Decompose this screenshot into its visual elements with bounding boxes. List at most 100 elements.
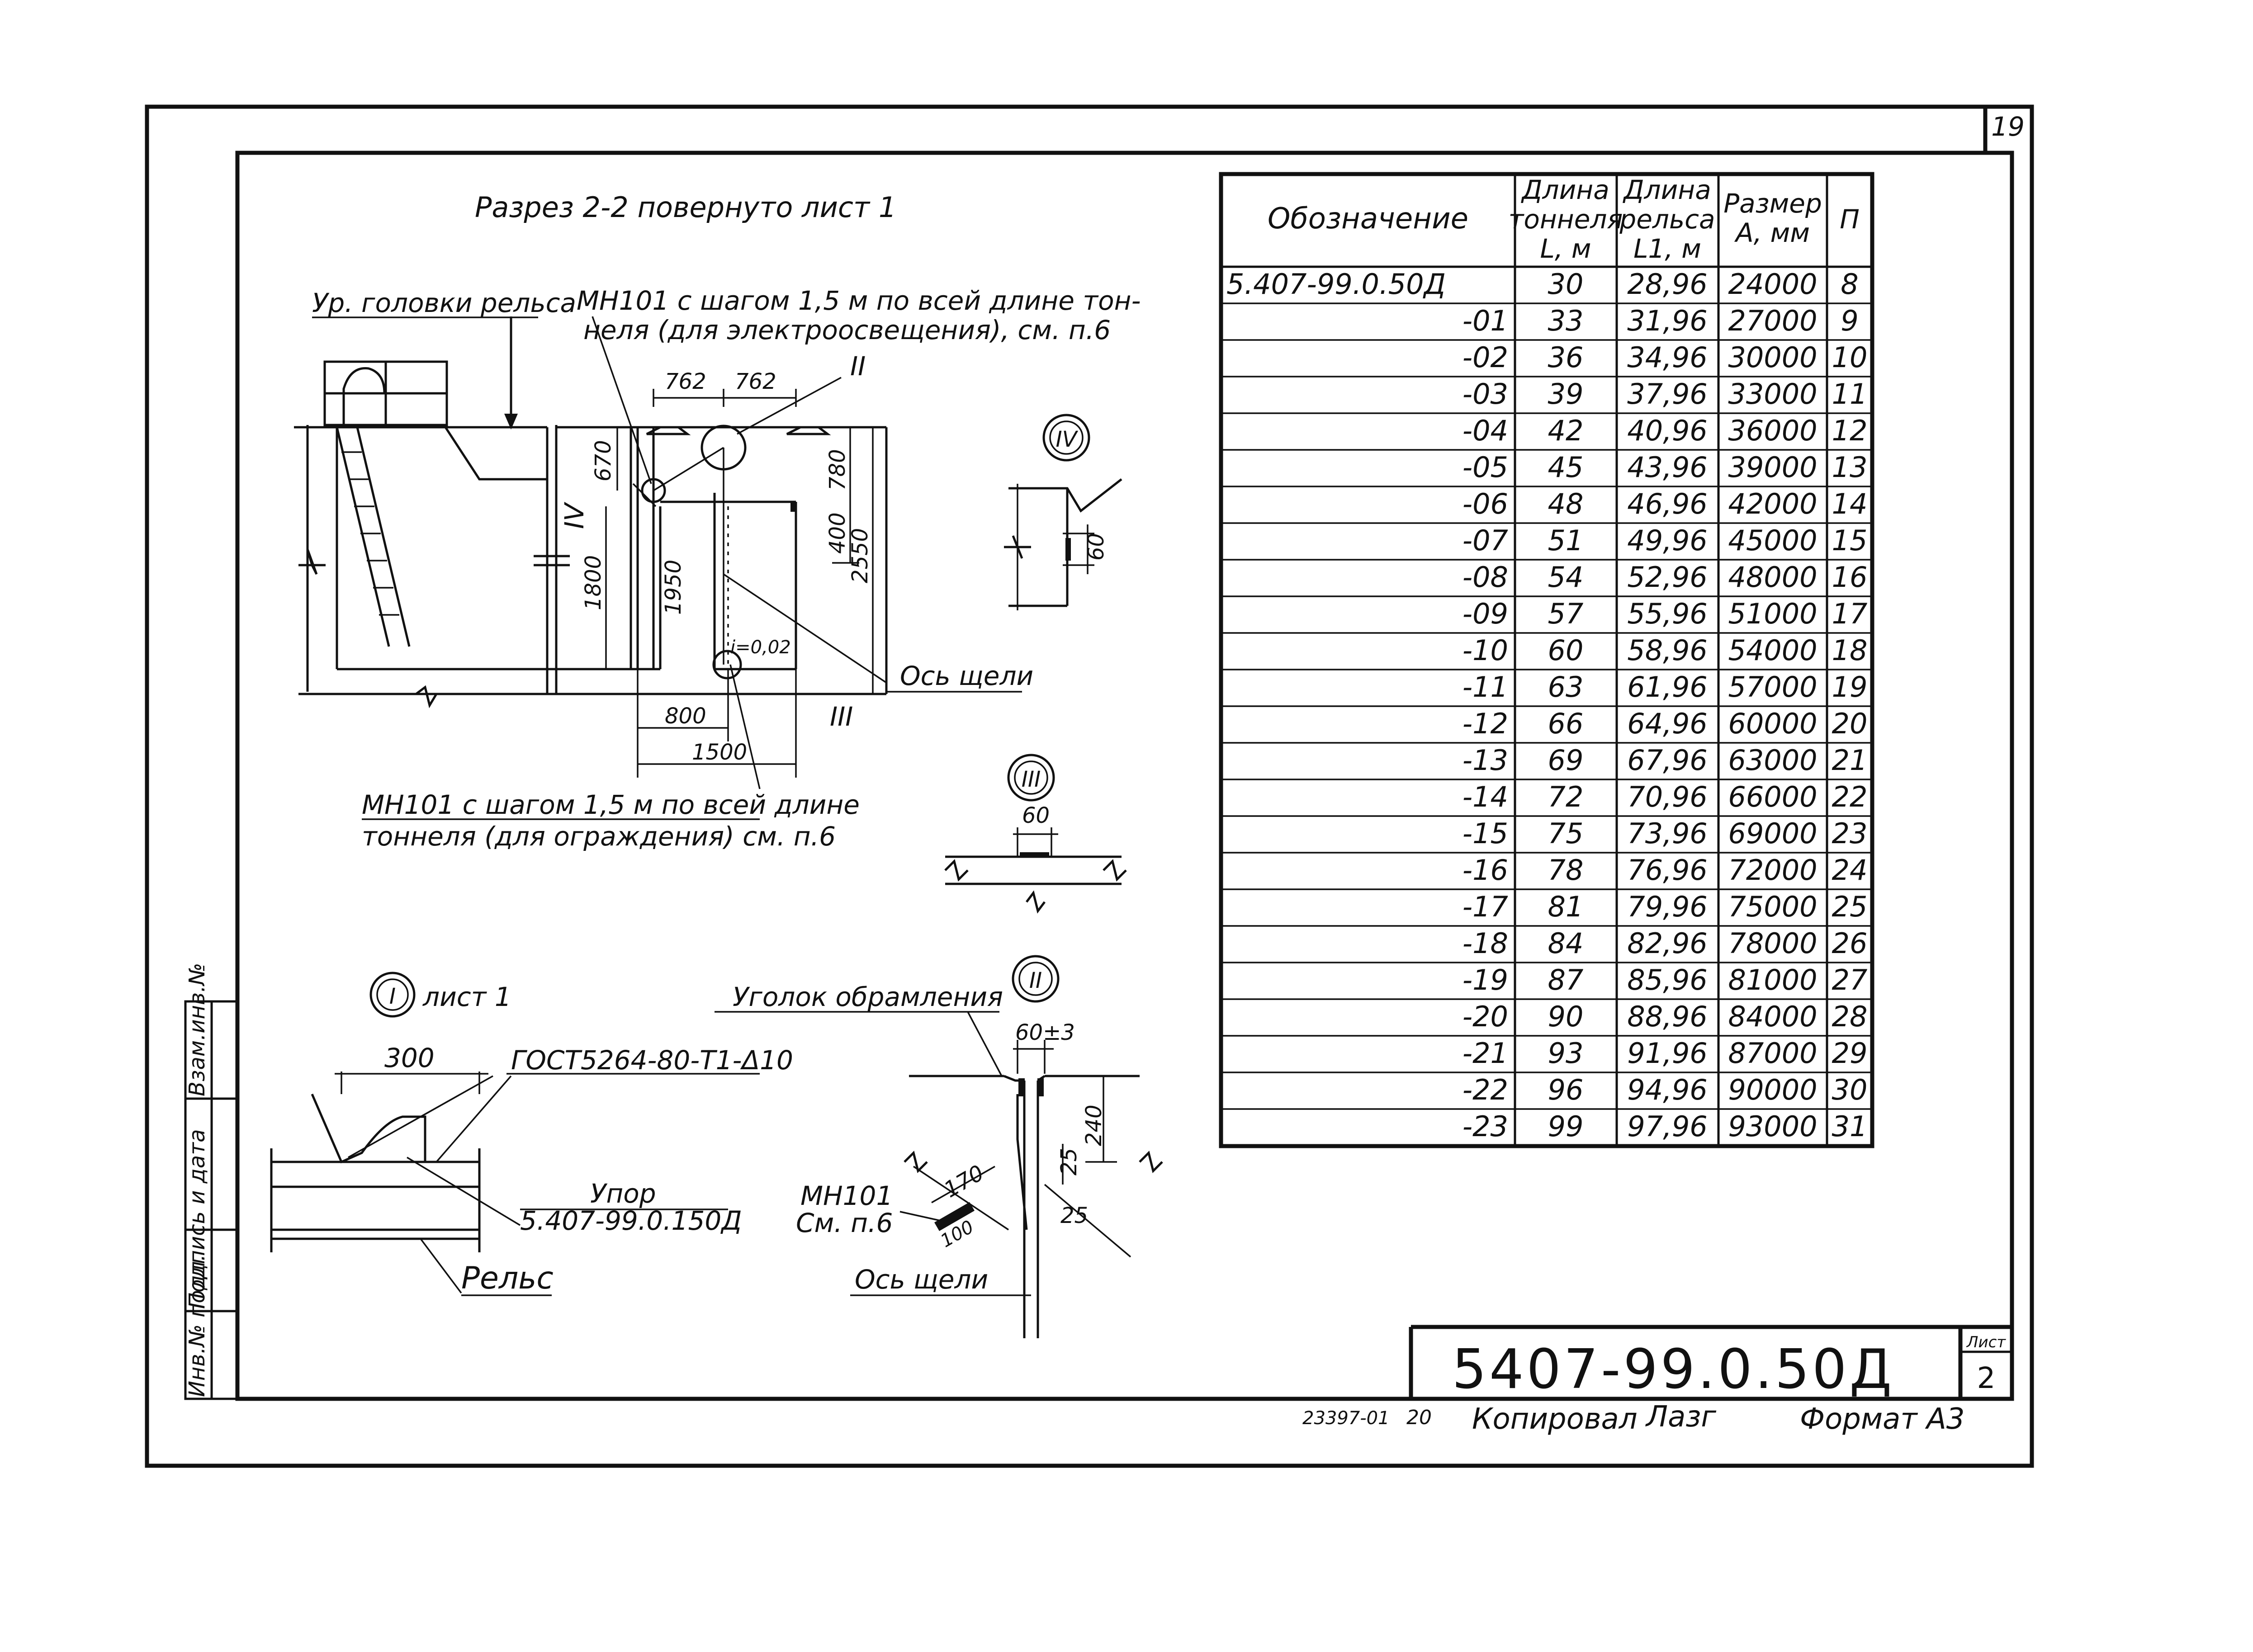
table-cell-r19-c2: 85,96: [1627, 963, 1708, 996]
footer-copied: Копировал: [1472, 1402, 1638, 1436]
table-cell-r5-c4: 13: [1832, 451, 1868, 484]
header-rail-2: рельса: [1619, 204, 1715, 235]
header-tunnel-2: тоннеля: [1509, 204, 1623, 235]
mn-note-2: См. п.6: [796, 1208, 893, 1238]
table-cell-r13-c2: 67,96: [1627, 744, 1708, 777]
table-cell-r11-c1: 63: [1548, 670, 1584, 703]
table-cell-r4-c2: 40,96: [1627, 414, 1708, 447]
dim-400: 400: [825, 512, 850, 554]
detail-ii: II Уголок обрамления 60±3 240 25 25 170 …: [715, 955, 1163, 1338]
table-cell-r4-c4: 12: [1832, 414, 1868, 447]
drawing-code: 5407-99.0.50Д: [1452, 1338, 1894, 1401]
title-block: 5407-99.0.50Д Лист 2: [1409, 1325, 2012, 1401]
inner-frame: [235, 151, 2014, 1401]
table-cell-r1-c0: -01: [1463, 304, 1508, 337]
table-cell-r5-c1: 45: [1548, 451, 1584, 484]
angle-frame-label: Уголок обрамления: [733, 982, 1003, 1012]
table-cell-r7-c0: -07: [1463, 524, 1508, 557]
table-cell-r15-c3: 69000: [1728, 817, 1817, 850]
table-cell-r16-c3: 72000: [1728, 854, 1817, 887]
table-cell-r22-c0: -22: [1463, 1073, 1508, 1106]
table-cell-r2-c3: 30000: [1728, 341, 1817, 374]
table-cell-r10-c2: 58,96: [1627, 634, 1708, 667]
dim-800: 800: [665, 703, 706, 729]
table-cell-r13-c3: 63000: [1728, 744, 1817, 777]
sheet-corner-number: 19: [1991, 111, 2025, 142]
table-cell-r12-c0: -12: [1463, 707, 1508, 740]
table-cell-r17-c2: 79,96: [1627, 890, 1708, 923]
callout-ii-top: II: [850, 351, 866, 382]
table-cell-r15-c1: 75: [1548, 817, 1584, 850]
table-cell-r1-c2: 31,96: [1627, 304, 1708, 337]
table-cell-r11-c3: 57000: [1728, 670, 1817, 703]
table-cell-r22-c2: 94,96: [1627, 1073, 1708, 1106]
table-cell-r4-c3: 36000: [1728, 414, 1817, 447]
gost-label: ГОСТ5264-80-Т1-Δ10: [511, 1045, 793, 1076]
dim-762-left: 762: [665, 369, 706, 394]
table-cell-r23-c3: 93000: [1728, 1110, 1817, 1143]
dim-25-a: 25: [1056, 1148, 1082, 1175]
table-cell-r8-c3: 48000: [1728, 561, 1817, 594]
table-cell-r6-c0: -06: [1463, 487, 1508, 520]
table-cell-r3-c1: 39: [1548, 378, 1584, 411]
detail-iii: III 60: [944, 754, 1127, 914]
table-cell-r10-c4: 18: [1832, 634, 1868, 667]
table-cell-r14-c3: 66000: [1728, 780, 1817, 813]
stamp-inv-orig: Инв.№ подл.: [185, 1254, 210, 1397]
table-cell-r11-c0: -11: [1463, 670, 1508, 703]
table-cell-r18-c1: 84: [1548, 927, 1584, 960]
table-cell-r3-c3: 33000: [1728, 378, 1817, 411]
table-cell-r0-c3: 24000: [1728, 268, 1817, 301]
table-cell-r2-c0: -02: [1463, 341, 1508, 374]
table-cell-r16-c1: 78: [1548, 854, 1584, 887]
table-cell-r20-c0: -20: [1463, 1000, 1508, 1033]
table-cell-r13-c0: -13: [1463, 744, 1508, 777]
table-cell-r6-c4: 14: [1832, 487, 1868, 520]
dim-780: 780: [825, 449, 850, 491]
dim-60pm3: 60±3: [1015, 1020, 1075, 1045]
table-cell-r16-c0: -16: [1463, 854, 1508, 887]
table-cell-r12-c4: 20: [1832, 707, 1868, 740]
table-cell-r15-c0: -15: [1463, 817, 1508, 850]
stamp-sign-date: Подпись и дата: [185, 1129, 210, 1309]
table-cell-r2-c2: 34,96: [1627, 341, 1708, 374]
table-cell-r0-c0: 5.407-99.0.50Д: [1226, 268, 1446, 301]
header-tunnel-3: L, м: [1540, 233, 1591, 264]
table-cell-r23-c4: 31: [1832, 1110, 1868, 1143]
table-cell-r17-c4: 25: [1832, 890, 1868, 923]
detail-i: I лист 1 300 ГОСТ5264-80-Т1-Δ10 Упор 5.4…: [270, 972, 793, 1296]
dim-1800: 1800: [581, 555, 606, 610]
stamp-replace-inv: Взам.инв.№: [185, 963, 210, 1096]
table-cell-r7-c2: 49,96: [1627, 524, 1708, 557]
rail-label: Рельс: [461, 1260, 554, 1296]
table-cell-r14-c1: 72: [1548, 780, 1584, 813]
table-cell-r12-c1: 66: [1548, 707, 1584, 740]
dim-1500: 1500: [692, 740, 747, 765]
table-cell-r15-c4: 23: [1832, 817, 1868, 850]
header-rail-1: Длина: [1622, 175, 1711, 205]
table-cell-r19-c3: 81000: [1728, 963, 1817, 996]
dim-300: 300: [384, 1043, 435, 1073]
table-cell-r2-c1: 36: [1548, 341, 1584, 374]
footer-num: 20: [1406, 1406, 1432, 1429]
table-cell-r12-c2: 64,96: [1627, 707, 1708, 740]
stop-label-1: Упор: [590, 1178, 656, 1209]
dim-670: 670: [591, 440, 616, 481]
mn-fence-label-2: тоннеля (для ограждения) см. п.6: [362, 821, 836, 852]
slot-axis-label-2: Ось щели: [855, 1264, 988, 1295]
dim-1950: 1950: [661, 560, 686, 615]
table-cell-r0-c4: 8: [1841, 268, 1858, 301]
table-cell-r20-c4: 28: [1832, 1000, 1868, 1033]
table-cell-r1-c3: 27000: [1728, 304, 1817, 337]
table-cell-r6-c2: 46,96: [1627, 487, 1708, 520]
table-cell-r10-c3: 54000: [1728, 634, 1817, 667]
table-cell-r15-c2: 73,96: [1627, 817, 1708, 850]
table-cell-r7-c1: 51: [1548, 524, 1584, 557]
dim-60-iii: 60: [1022, 803, 1050, 828]
detail-iv: IV 60: [1004, 414, 1122, 610]
table-cell-r22-c4: 30: [1832, 1073, 1868, 1106]
dim-2550: 2550: [847, 528, 873, 583]
table-cell-r10-c0: -10: [1463, 634, 1508, 667]
table-cell-r20-c1: 90: [1548, 1000, 1584, 1033]
table-cell-r16-c4: 24: [1832, 854, 1868, 887]
